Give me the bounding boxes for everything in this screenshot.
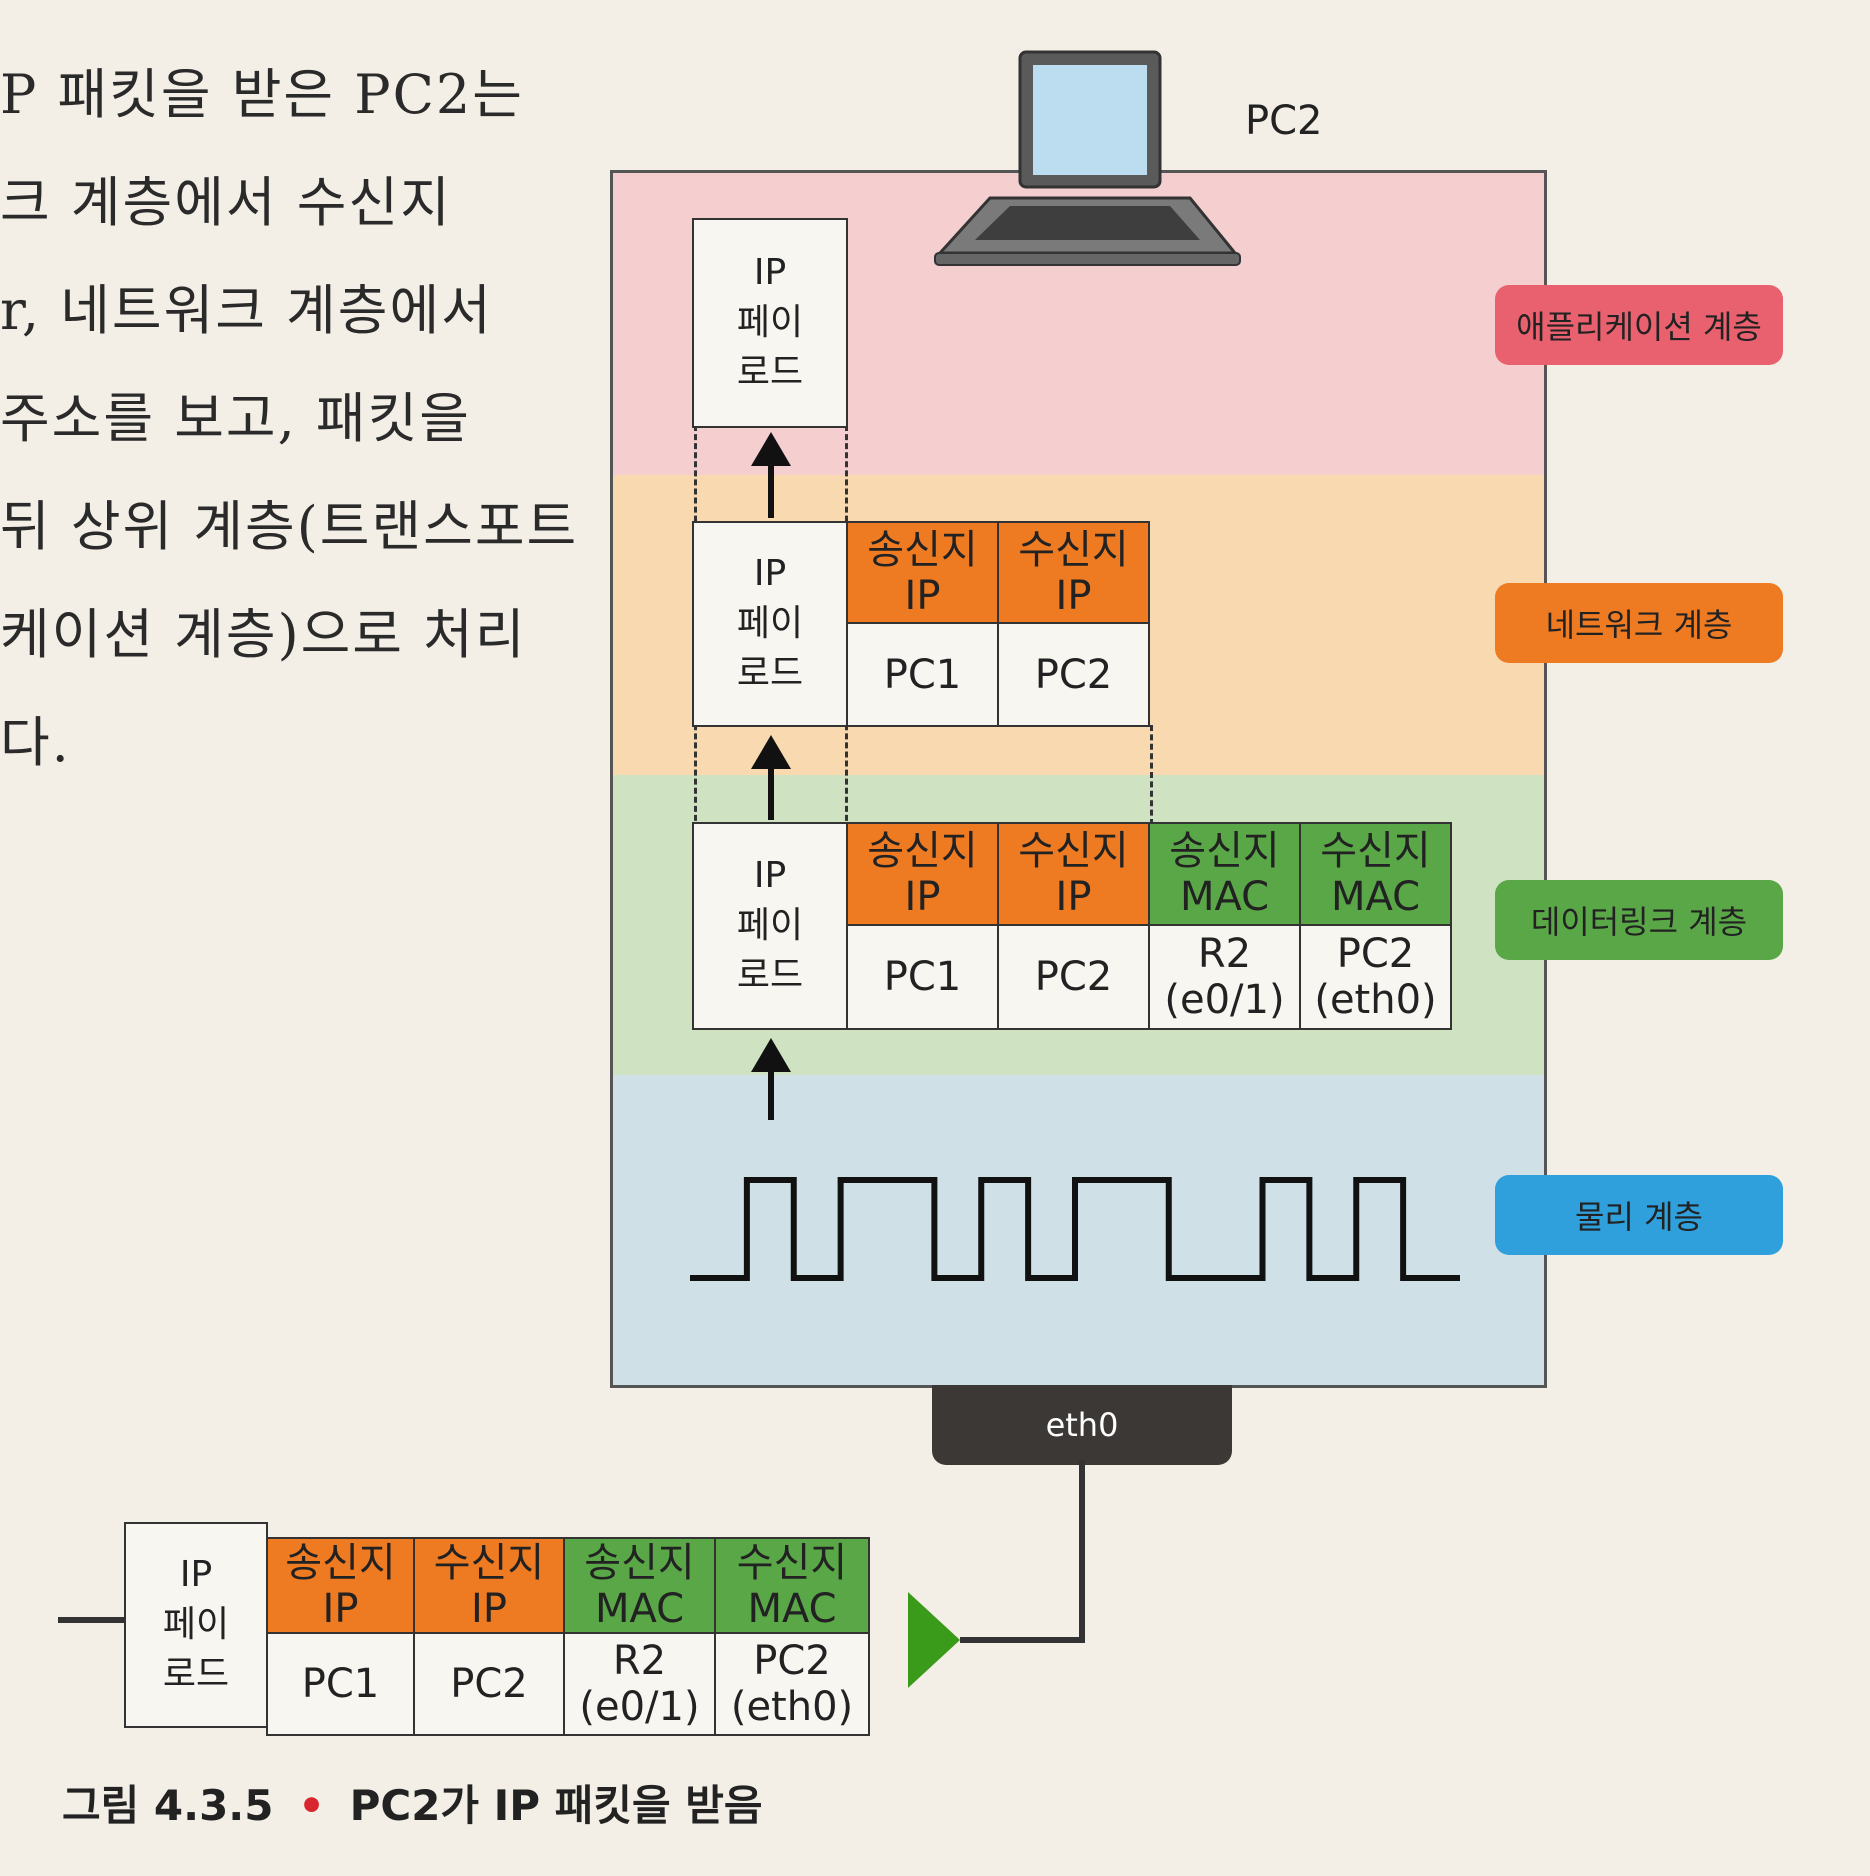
body-line-5: 뒤 상위 계층(트랜스포트	[0, 495, 579, 558]
dl-payload-box: IP 페이 로드	[692, 822, 848, 1030]
dl-dst-ip-header: 수신지 IP	[997, 822, 1150, 926]
body-line-3: r, 네트워크 계층에서	[0, 279, 493, 342]
network-cable	[58, 1460, 1085, 1688]
up-arrow-icon	[751, 432, 791, 466]
wire-dst-mac-header: 수신지 MAC	[714, 1537, 870, 1634]
dl-src-ip-value: PC1	[846, 924, 999, 1030]
net-src-ip-value: PC1	[846, 622, 999, 727]
body-line-1: P 패킷을 받은 PC2는	[0, 63, 524, 126]
network-layer-label: 네트워크 계층	[1495, 583, 1783, 663]
wire-src-ip-header: 송신지 IP	[266, 1537, 415, 1634]
wire-payload-box: IP 페이 로드	[124, 1522, 268, 1728]
wire-src-ip-value: PC1	[266, 1632, 415, 1736]
physical-layer-label: 물리 계층	[1495, 1175, 1783, 1255]
body-line-6: 케이션 계층)으로 처리	[0, 603, 527, 666]
body-line-7: 다.	[0, 711, 71, 774]
dl-src-mac-value: R2 (e0/1)	[1148, 924, 1301, 1030]
wire-dst-ip-header: 수신지 IP	[413, 1537, 565, 1634]
net-src-ip-header: 송신지 IP	[846, 521, 999, 624]
up-arrow-shaft	[768, 462, 774, 518]
host-label: PC2	[1245, 98, 1323, 144]
up-arrow-icon	[751, 1038, 791, 1072]
dl-dst-mac-header: 수신지 MAC	[1299, 822, 1452, 926]
up-arrow-icon	[751, 735, 791, 769]
dl-src-ip-header: 송신지 IP	[846, 822, 999, 926]
application-layer-label: 애플리케이션 계층	[1495, 285, 1783, 365]
dl-dst-mac-value: PC2 (eth0)	[1299, 924, 1452, 1030]
app-payload-box: IP 페이 로드	[692, 218, 848, 428]
laptop-icon	[934, 50, 1241, 266]
physical-layer-band	[610, 1075, 1547, 1388]
up-arrow-shaft	[768, 765, 774, 820]
figure-caption: 그림 4.3.5 • PC2가 IP 패킷을 받음	[62, 1772, 763, 1833]
eth0-interface: eth0	[932, 1385, 1232, 1465]
net-payload-box: IP 페이 로드	[692, 521, 848, 727]
net-dst-ip-header: 수신지 IP	[997, 521, 1150, 624]
caption-number: 그림 4.3.5	[62, 1781, 274, 1830]
wire-src-mac-value: R2 (e0/1)	[563, 1632, 716, 1736]
up-arrow-shaft	[768, 1068, 774, 1120]
datalink-layer-label: 데이터링크 계층	[1495, 880, 1783, 960]
body-line-2: 크 계층에서 수신지	[0, 171, 452, 234]
guide-line	[1150, 725, 1153, 825]
net-dst-ip-value: PC2	[997, 622, 1150, 727]
eth0-label: eth0	[1045, 1406, 1119, 1444]
wire-dst-ip-value: PC2	[413, 1632, 565, 1736]
body-line-4: 주소를 보고, 패킷을	[0, 387, 471, 450]
wire-src-mac-header: 송신지 MAC	[563, 1537, 716, 1634]
digital-signal-waveform	[690, 1177, 1460, 1281]
caption-bullet: •	[298, 1781, 325, 1830]
caption-text: PC2가 IP 패킷을 받음	[349, 1781, 763, 1830]
dl-dst-ip-value: PC2	[997, 924, 1150, 1030]
wire-dst-mac-value: PC2 (eth0)	[714, 1632, 870, 1736]
dl-src-mac-header: 송신지 MAC	[1148, 822, 1301, 926]
